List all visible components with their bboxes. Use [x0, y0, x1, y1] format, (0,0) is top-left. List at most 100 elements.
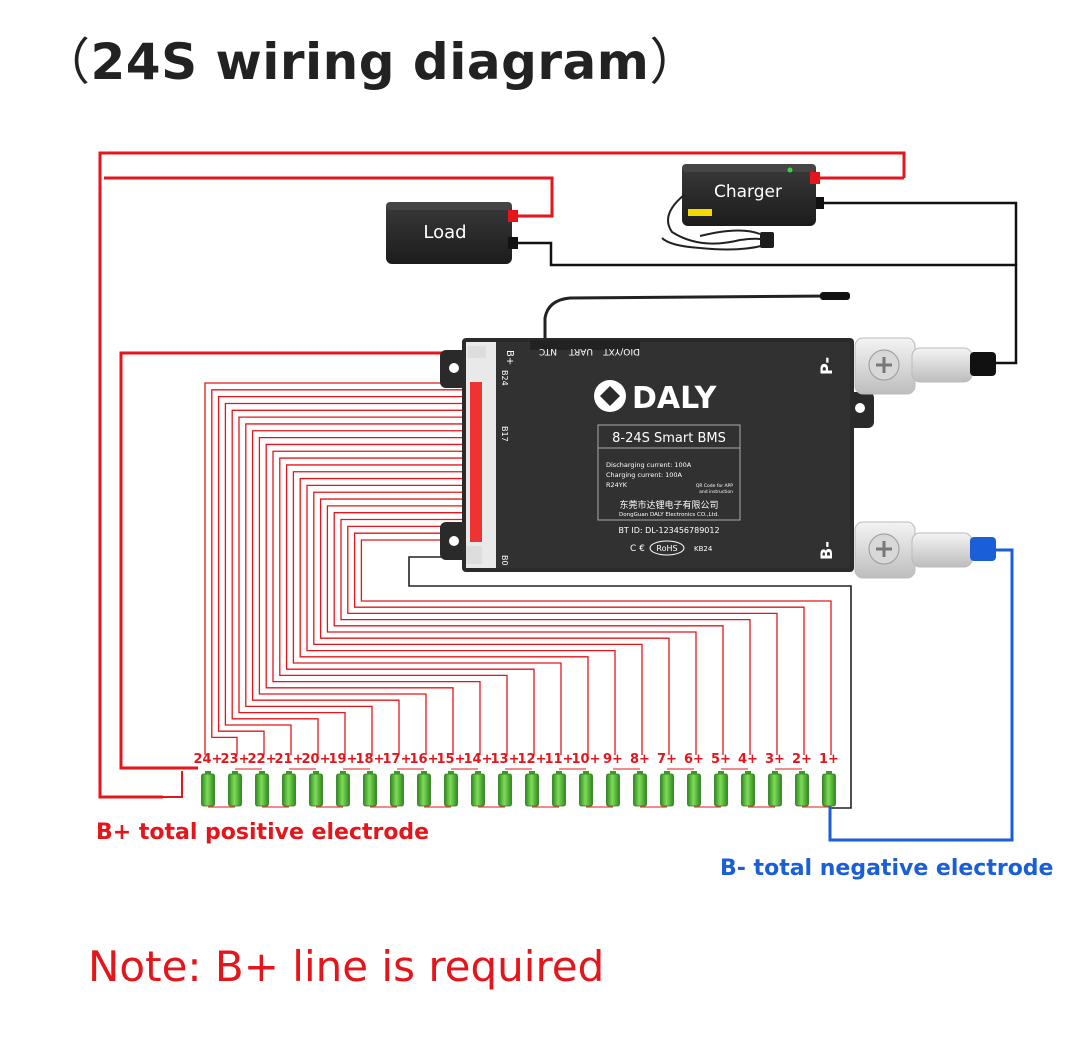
cell-label: 6+	[684, 752, 704, 767]
balance-wire	[313, 491, 643, 755]
battery-cell	[390, 773, 404, 807]
terminal-pminus-label: P-	[817, 357, 836, 375]
balance-wire	[217, 396, 472, 755]
battery-cell-cap	[340, 771, 346, 774]
port-uart: UART	[569, 346, 593, 356]
balance-wire	[340, 518, 751, 755]
battery-cell-cap	[691, 771, 697, 774]
battery-cell	[633, 773, 647, 807]
ntc-cable	[543, 294, 831, 345]
balance-wire	[306, 484, 616, 755]
battery-cell	[363, 773, 377, 807]
battery-cell-cap	[286, 771, 292, 774]
cell-label: 5+	[711, 752, 731, 767]
bplus-main-wire	[98, 151, 906, 799]
battery-cell-cap	[205, 771, 211, 774]
bms-brand: DALY	[632, 381, 718, 416]
pin-b24: B24	[500, 370, 509, 386]
balance-wire	[326, 505, 697, 755]
battery-cell-cap	[664, 771, 670, 774]
bms-kb: KB24	[694, 545, 713, 553]
balance-wire	[238, 416, 472, 755]
battery-cell	[606, 773, 620, 807]
cell-label: 22+	[248, 752, 277, 767]
note-text: Note: B+ line is required	[88, 942, 605, 991]
battery-cell	[795, 773, 809, 807]
charger-plug	[760, 232, 774, 248]
bms-charging: Charging current: 100A	[606, 471, 683, 479]
battery-cell-cap	[367, 771, 373, 774]
battery-cell-cap	[637, 771, 643, 774]
bms-discharging: Discharging current: 100A	[606, 461, 692, 469]
cell-label: 12+	[518, 752, 547, 767]
charger-label: Charger	[714, 182, 782, 202]
cell-label: 9+	[603, 752, 623, 767]
battery-cell	[768, 773, 782, 807]
battery-cell	[660, 773, 674, 807]
load-device: Load	[386, 202, 518, 264]
battery-cell-cap	[826, 771, 832, 774]
balance-wire	[353, 532, 805, 755]
pin-b0: B0	[500, 555, 509, 566]
battery-cell	[309, 773, 323, 807]
balance-wire	[285, 464, 535, 755]
battery-cell	[282, 773, 296, 807]
balance-wire	[204, 382, 472, 755]
battery-cell-cap	[772, 771, 778, 774]
cell-label: 11+	[545, 752, 574, 767]
bplus-label: B+ total positive electrode	[96, 820, 430, 845]
balance-wire	[251, 430, 472, 755]
battery-cell	[525, 773, 539, 807]
bms-rohs: RoHS	[656, 544, 677, 553]
battery-cell-cap	[259, 771, 265, 774]
charger-device: Charger	[661, 164, 824, 251]
balance-wire	[333, 512, 724, 755]
bms-company-en: DongGuan DALY Electronics CO.,Ltd.	[619, 512, 719, 518]
battery-cell	[228, 773, 242, 807]
battery-cell-cap	[745, 771, 751, 774]
balance-wire	[347, 525, 778, 755]
battery-cell	[822, 773, 836, 807]
balance-wire	[299, 477, 589, 755]
battery-cell-cap	[421, 771, 427, 774]
battery-cell-cap	[799, 771, 805, 774]
cell-label: 20+	[302, 752, 331, 767]
bminus-terminal	[854, 521, 996, 579]
battery-cell	[741, 773, 755, 807]
battery-cell	[336, 773, 350, 807]
cell-label: 8+	[630, 752, 650, 767]
battery-cell-cap	[394, 771, 400, 774]
battery-cell	[471, 773, 485, 807]
daly-logo: DALY	[594, 380, 718, 416]
battery-cell	[255, 773, 269, 807]
cell-label: 16+	[410, 752, 439, 767]
battery-cell-cap	[610, 771, 616, 774]
battery-cell-cap	[718, 771, 724, 774]
balance-wire	[319, 498, 670, 755]
pin-bplus: B+	[504, 350, 515, 365]
load-negative-wire	[516, 241, 1018, 365]
balance-wire	[292, 471, 562, 755]
bms-qr-note-2: and instruction	[699, 489, 733, 495]
battery-cell	[687, 773, 701, 807]
cell-label: 2+	[792, 752, 812, 767]
page-title: （24S wiring diagram）	[40, 33, 700, 91]
cell-label: 10+	[572, 752, 601, 767]
bplus-sense-wire	[119, 351, 472, 770]
battery-cell	[201, 773, 215, 807]
pminus-terminal	[854, 337, 996, 395]
bms-module: B+ B24 B17 B0 DIO/YXT UART NTC DALY 8-24…	[440, 338, 874, 572]
battery-cell	[444, 773, 458, 807]
bms-company-cn: 东莞市达锂电子有限公司	[619, 499, 718, 511]
cell-label: 3+	[765, 752, 785, 767]
cell-label: 15+	[437, 752, 466, 767]
cell-label: 24+	[194, 752, 223, 767]
battery-cell-cap	[502, 771, 508, 774]
battery-cell-cap	[313, 771, 319, 774]
cell-label: 1+	[819, 752, 839, 767]
battery-cell-cap	[448, 771, 454, 774]
battery-cell-cap	[529, 771, 535, 774]
cell-label: 23+	[221, 752, 250, 767]
bms-bt-id: BT ID: DL-123456789012	[618, 526, 719, 535]
